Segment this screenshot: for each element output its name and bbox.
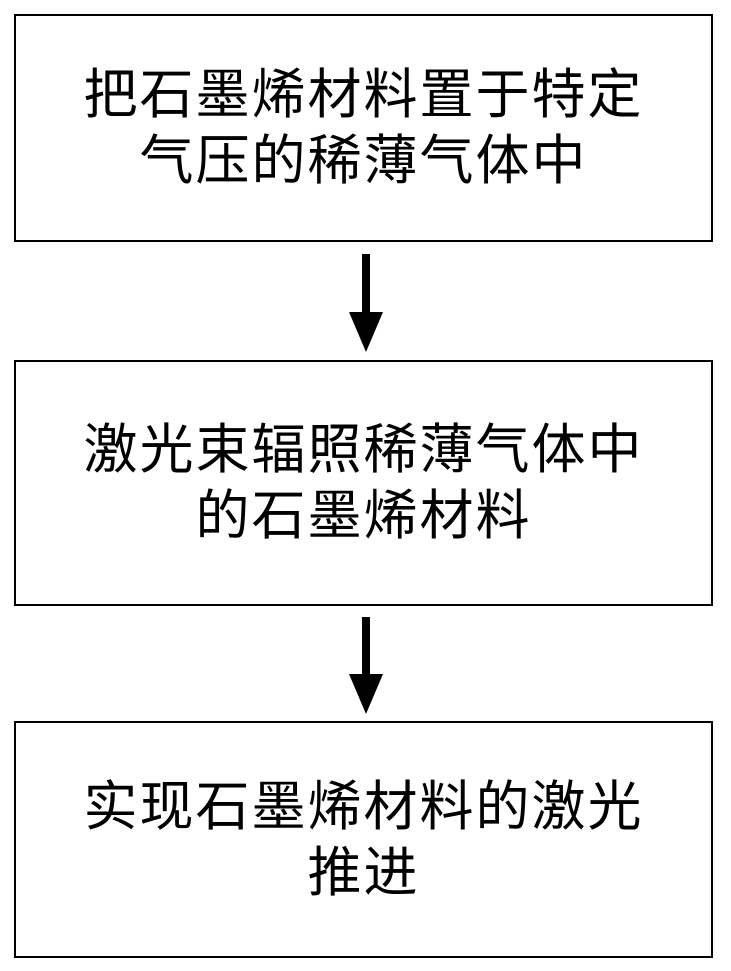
flow-step-3: 实现石墨烯材料的激光 推进 [14, 721, 713, 958]
step-1-line-1: 把石墨烯材料置于特定 [83, 63, 644, 126]
down-arrow-2 [349, 617, 383, 714]
flow-step-1: 把石墨烯材料置于特定 气压的稀薄气体中 [14, 14, 713, 242]
step-2-line-1: 激光束辐照稀薄气体中 [83, 418, 644, 481]
step-3-line-2: 推进 [307, 840, 420, 904]
step-2-line-2: 的石墨烯材料 [195, 484, 532, 547]
flow-step-2: 激光束辐照稀薄气体中 的石墨烯材料 [14, 360, 713, 606]
down-arrow-1 [349, 254, 383, 352]
step-3-line-1: 实现石墨烯材料的激光 [83, 774, 644, 838]
step-1-line-2: 气压的稀薄气体中 [139, 129, 588, 192]
